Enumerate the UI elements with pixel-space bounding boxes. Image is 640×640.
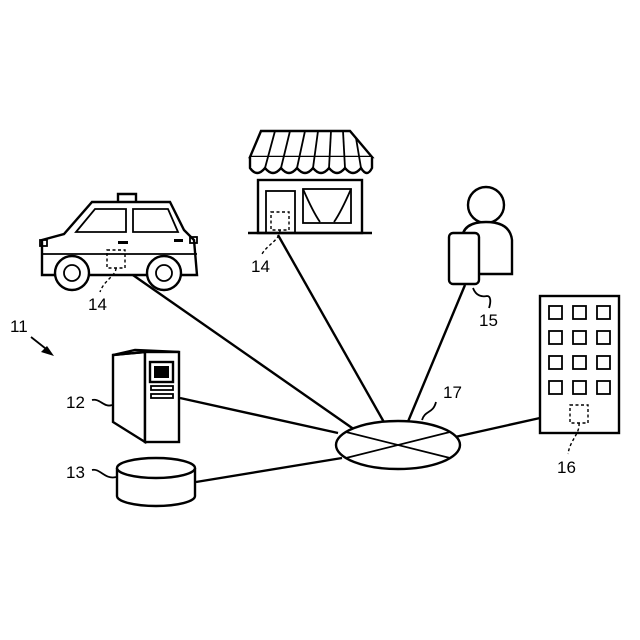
server-icon <box>113 350 179 442</box>
smartphone-icon <box>449 233 479 284</box>
label-system: 11 <box>10 317 28 336</box>
terminal-label-leader <box>473 288 490 308</box>
link-database-network <box>196 458 342 482</box>
label-store-device: 14 <box>251 257 270 276</box>
link-store-network <box>278 235 385 424</box>
label-building-device: 16 <box>557 458 576 477</box>
system-arrow <box>31 337 54 356</box>
label-vehicle-device: 14 <box>88 295 107 314</box>
label-user-terminal: 15 <box>479 311 498 330</box>
link-server-network <box>180 398 338 433</box>
storefront-icon <box>248 131 372 233</box>
network-label-leader <box>422 402 436 420</box>
server-label-leader <box>92 400 112 406</box>
database-icon <box>117 458 195 506</box>
label-network: 17 <box>443 383 462 402</box>
taxi-icon <box>40 194 197 290</box>
link-building-network <box>455 418 540 437</box>
database-label-leader <box>92 470 116 478</box>
label-server: 12 <box>66 393 85 412</box>
office-building-icon <box>540 296 619 433</box>
label-database: 13 <box>66 463 85 482</box>
network-hub-icon <box>336 421 460 469</box>
